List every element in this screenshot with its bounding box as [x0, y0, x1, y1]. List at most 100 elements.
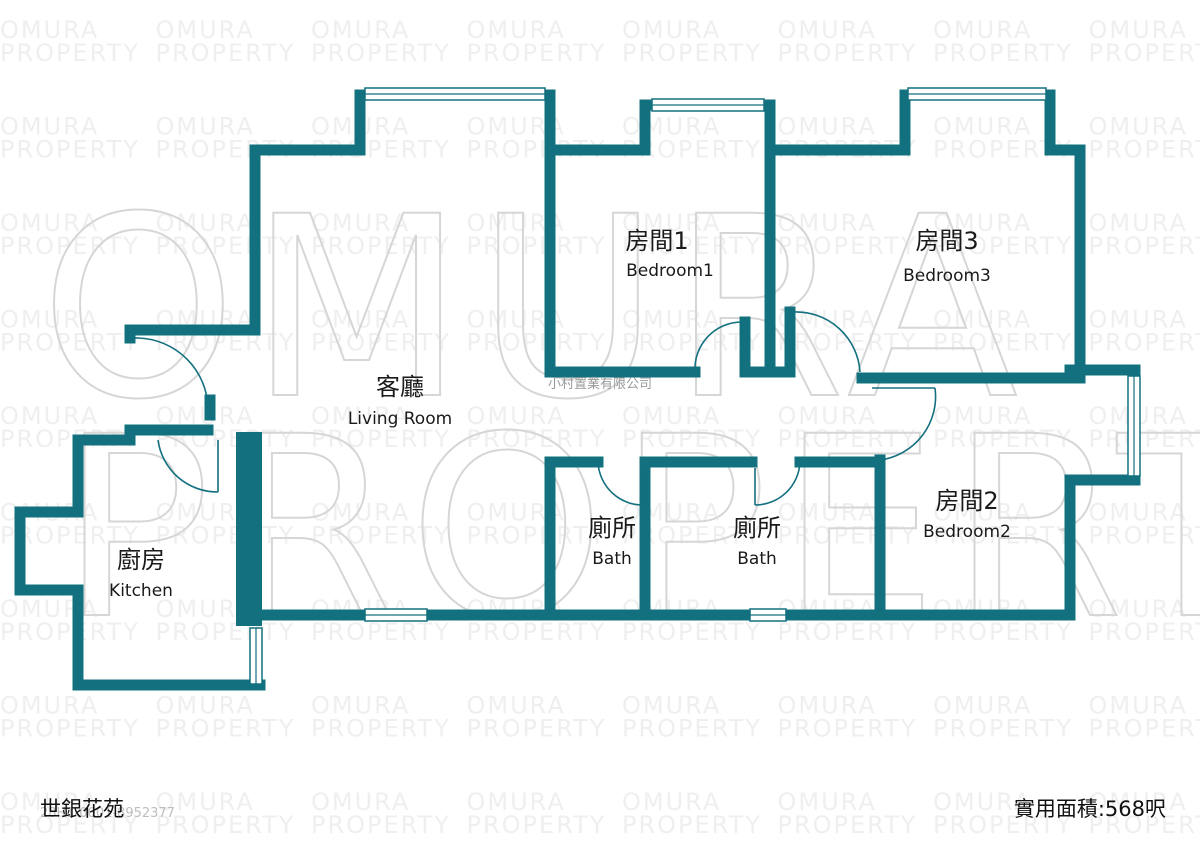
watermark-small-line1: OMURA [467, 788, 566, 816]
bath1-label-en: Bath [592, 549, 632, 569]
watermark-small-line1: OMURA [311, 402, 410, 430]
watermark-small-line2: PROPERTY [0, 232, 140, 260]
watermark-small-line2: PROPERTY [1089, 329, 1200, 357]
watermark-small-line2: PROPERTY [467, 522, 607, 550]
kitchen-label-en: Kitchen [109, 581, 173, 601]
watermark-small-line1: OMURA [311, 692, 410, 720]
watermark-small-line1: OMURA [622, 209, 721, 237]
doors [130, 311, 937, 506]
watermark-small-line1: OMURA [0, 113, 99, 141]
watermark-small-line1: OMURA [1089, 788, 1188, 816]
watermark-small-line2: PROPERTY [622, 329, 762, 357]
watermark-small-line2: PROPERTY [467, 232, 607, 260]
watermark-small-line2: PROPERTY [311, 39, 451, 67]
watermark-small-line2: PROPERTY [622, 232, 762, 260]
bath1-label-zh: 廁所 [588, 514, 636, 542]
watermark-small-line2: PROPERTY [467, 618, 607, 646]
watermark-small-line1: OMURA [1089, 306, 1188, 334]
watermark-small-line2: PROPERTY [311, 425, 451, 453]
watermark-small-line1: OMURA [778, 499, 877, 527]
bedroom1-label-en: Bedroom1 [626, 261, 714, 281]
watermark-small-line2: PROPERTY [1089, 232, 1200, 260]
wall-kitchen-east [236, 432, 262, 626]
watermark-small-line2: PROPERTY [1089, 425, 1200, 453]
watermark-small-line2: PROPERTY [622, 39, 762, 67]
watermark-small-line2: PROPERTY [933, 715, 1073, 743]
watermark-small-line2: PROPERTY [311, 522, 451, 550]
watermark-small-line2: PROPERTY [778, 425, 918, 453]
watermark-small-line1: OMURA [622, 113, 721, 141]
watermark-big-line1: OMURA [40, 163, 1030, 454]
watermark-small-line2: PROPERTY [1089, 39, 1200, 67]
watermark-small-line2: PROPERTY [933, 522, 1073, 550]
watermark-small-line2: PROPERTY [622, 618, 762, 646]
watermark-small-line1: OMURA [156, 209, 255, 237]
watermark-small-line2: PROPERTY [1089, 136, 1200, 164]
watermark-small-line2: PROPERTY [156, 715, 296, 743]
watermark-small-line2: PROPERTY [1089, 618, 1200, 646]
watermark-small-line2: PROPERTY [933, 329, 1073, 357]
bedroom2-label-en: Bedroom2 [923, 522, 1011, 542]
living-room-label-zh: 客廳 [376, 373, 424, 401]
watermark-small-line1: OMURA [311, 306, 410, 334]
watermark-small-line1: OMURA [0, 209, 99, 237]
watermark-small-line2: PROPERTY [1089, 522, 1200, 550]
bedroom3-label-en: Bedroom3 [903, 266, 991, 286]
watermark-small-line2: PROPERTY [778, 329, 918, 357]
estate-name: 世銀花苑 [40, 797, 124, 821]
wall-outer-top [124, 89, 1086, 376]
watermark-small-line2: PROPERTY [933, 425, 1073, 453]
watermark-small-line2: PROPERTY [622, 811, 762, 839]
living-room-label-en: Living Room [348, 409, 452, 429]
watermark-small-line1: OMURA [0, 306, 99, 334]
watermark-small-line1: OMURA [778, 788, 877, 816]
wall-kitchen [14, 424, 266, 691]
watermark-small-line1: OMURA [311, 16, 410, 44]
watermark-small-line2: PROPERTY [933, 618, 1073, 646]
watermark-small-line1: OMURA [156, 113, 255, 141]
watermark-small-line1: OMURA [0, 402, 99, 430]
watermark-small-line2: PROPERTY [0, 136, 140, 164]
watermark-small-line1: OMURA [778, 113, 877, 141]
watermark-small-line1: OMURA [933, 402, 1032, 430]
watermark-small-line2: PROPERTY [156, 811, 296, 839]
bedroom3-label-zh: 房間3 [915, 227, 978, 255]
kitchen-label-zh: 廚房 [117, 546, 165, 574]
watermark-grid: OMURAPROPERTYOMURAPROPERTYOMURAPROPERTYO… [0, 16, 1200, 839]
watermark-small-line2: PROPERTY [156, 522, 296, 550]
watermark-small-line2: PROPERTY [311, 232, 451, 260]
watermark-small-line2: PROPERTY [1089, 811, 1200, 839]
windows [249, 87, 1141, 685]
walls [14, 89, 1141, 691]
watermark-small-line1: OMURA [933, 788, 1032, 816]
watermark-small-line1: OMURA [311, 788, 410, 816]
watermark-small-line2: PROPERTY [933, 232, 1073, 260]
bath2-label-zh: 廁所 [733, 514, 781, 542]
watermark-small-line2: PROPERTY [0, 811, 140, 839]
unit-code: 28H1-0001-8952377 [40, 806, 175, 821]
watermark-small-line1: OMURA [0, 692, 99, 720]
bath2-label-en: Bath [737, 549, 777, 569]
watermark-small-line1: OMURA [0, 16, 99, 44]
watermark-small-line1: OMURA [778, 692, 877, 720]
wall-bedroom1-east [739, 144, 776, 378]
watermark-small-line1: OMURA [778, 402, 877, 430]
watermark-small-line2: PROPERTY [778, 715, 918, 743]
watermark-small-line1: OMURA [1089, 113, 1188, 141]
watermark-small-line1: OMURA [933, 209, 1032, 237]
watermark-small-line1: OMURA [622, 692, 721, 720]
watermark-small-line2: PROPERTY [0, 618, 140, 646]
watermark-small-line1: OMURA [778, 209, 877, 237]
watermark-small-line2: PROPERTY [467, 425, 607, 453]
watermark-small-line1: OMURA [1089, 595, 1188, 623]
watermark-small-line2: PROPERTY [311, 715, 451, 743]
watermark-small-line1: OMURA [778, 16, 877, 44]
watermark-small-line2: PROPERTY [467, 39, 607, 67]
watermark-small-line2: PROPERTY [778, 811, 918, 839]
watermark-small-line1: OMURA [311, 499, 410, 527]
watermark-small-line2: PROPERTY [933, 39, 1073, 67]
watermark-small-line1: OMURA [622, 16, 721, 44]
watermark-small-line2: PROPERTY [311, 329, 451, 357]
watermark-small-line1: OMURA [622, 499, 721, 527]
watermark-small-line1: OMURA [622, 402, 721, 430]
